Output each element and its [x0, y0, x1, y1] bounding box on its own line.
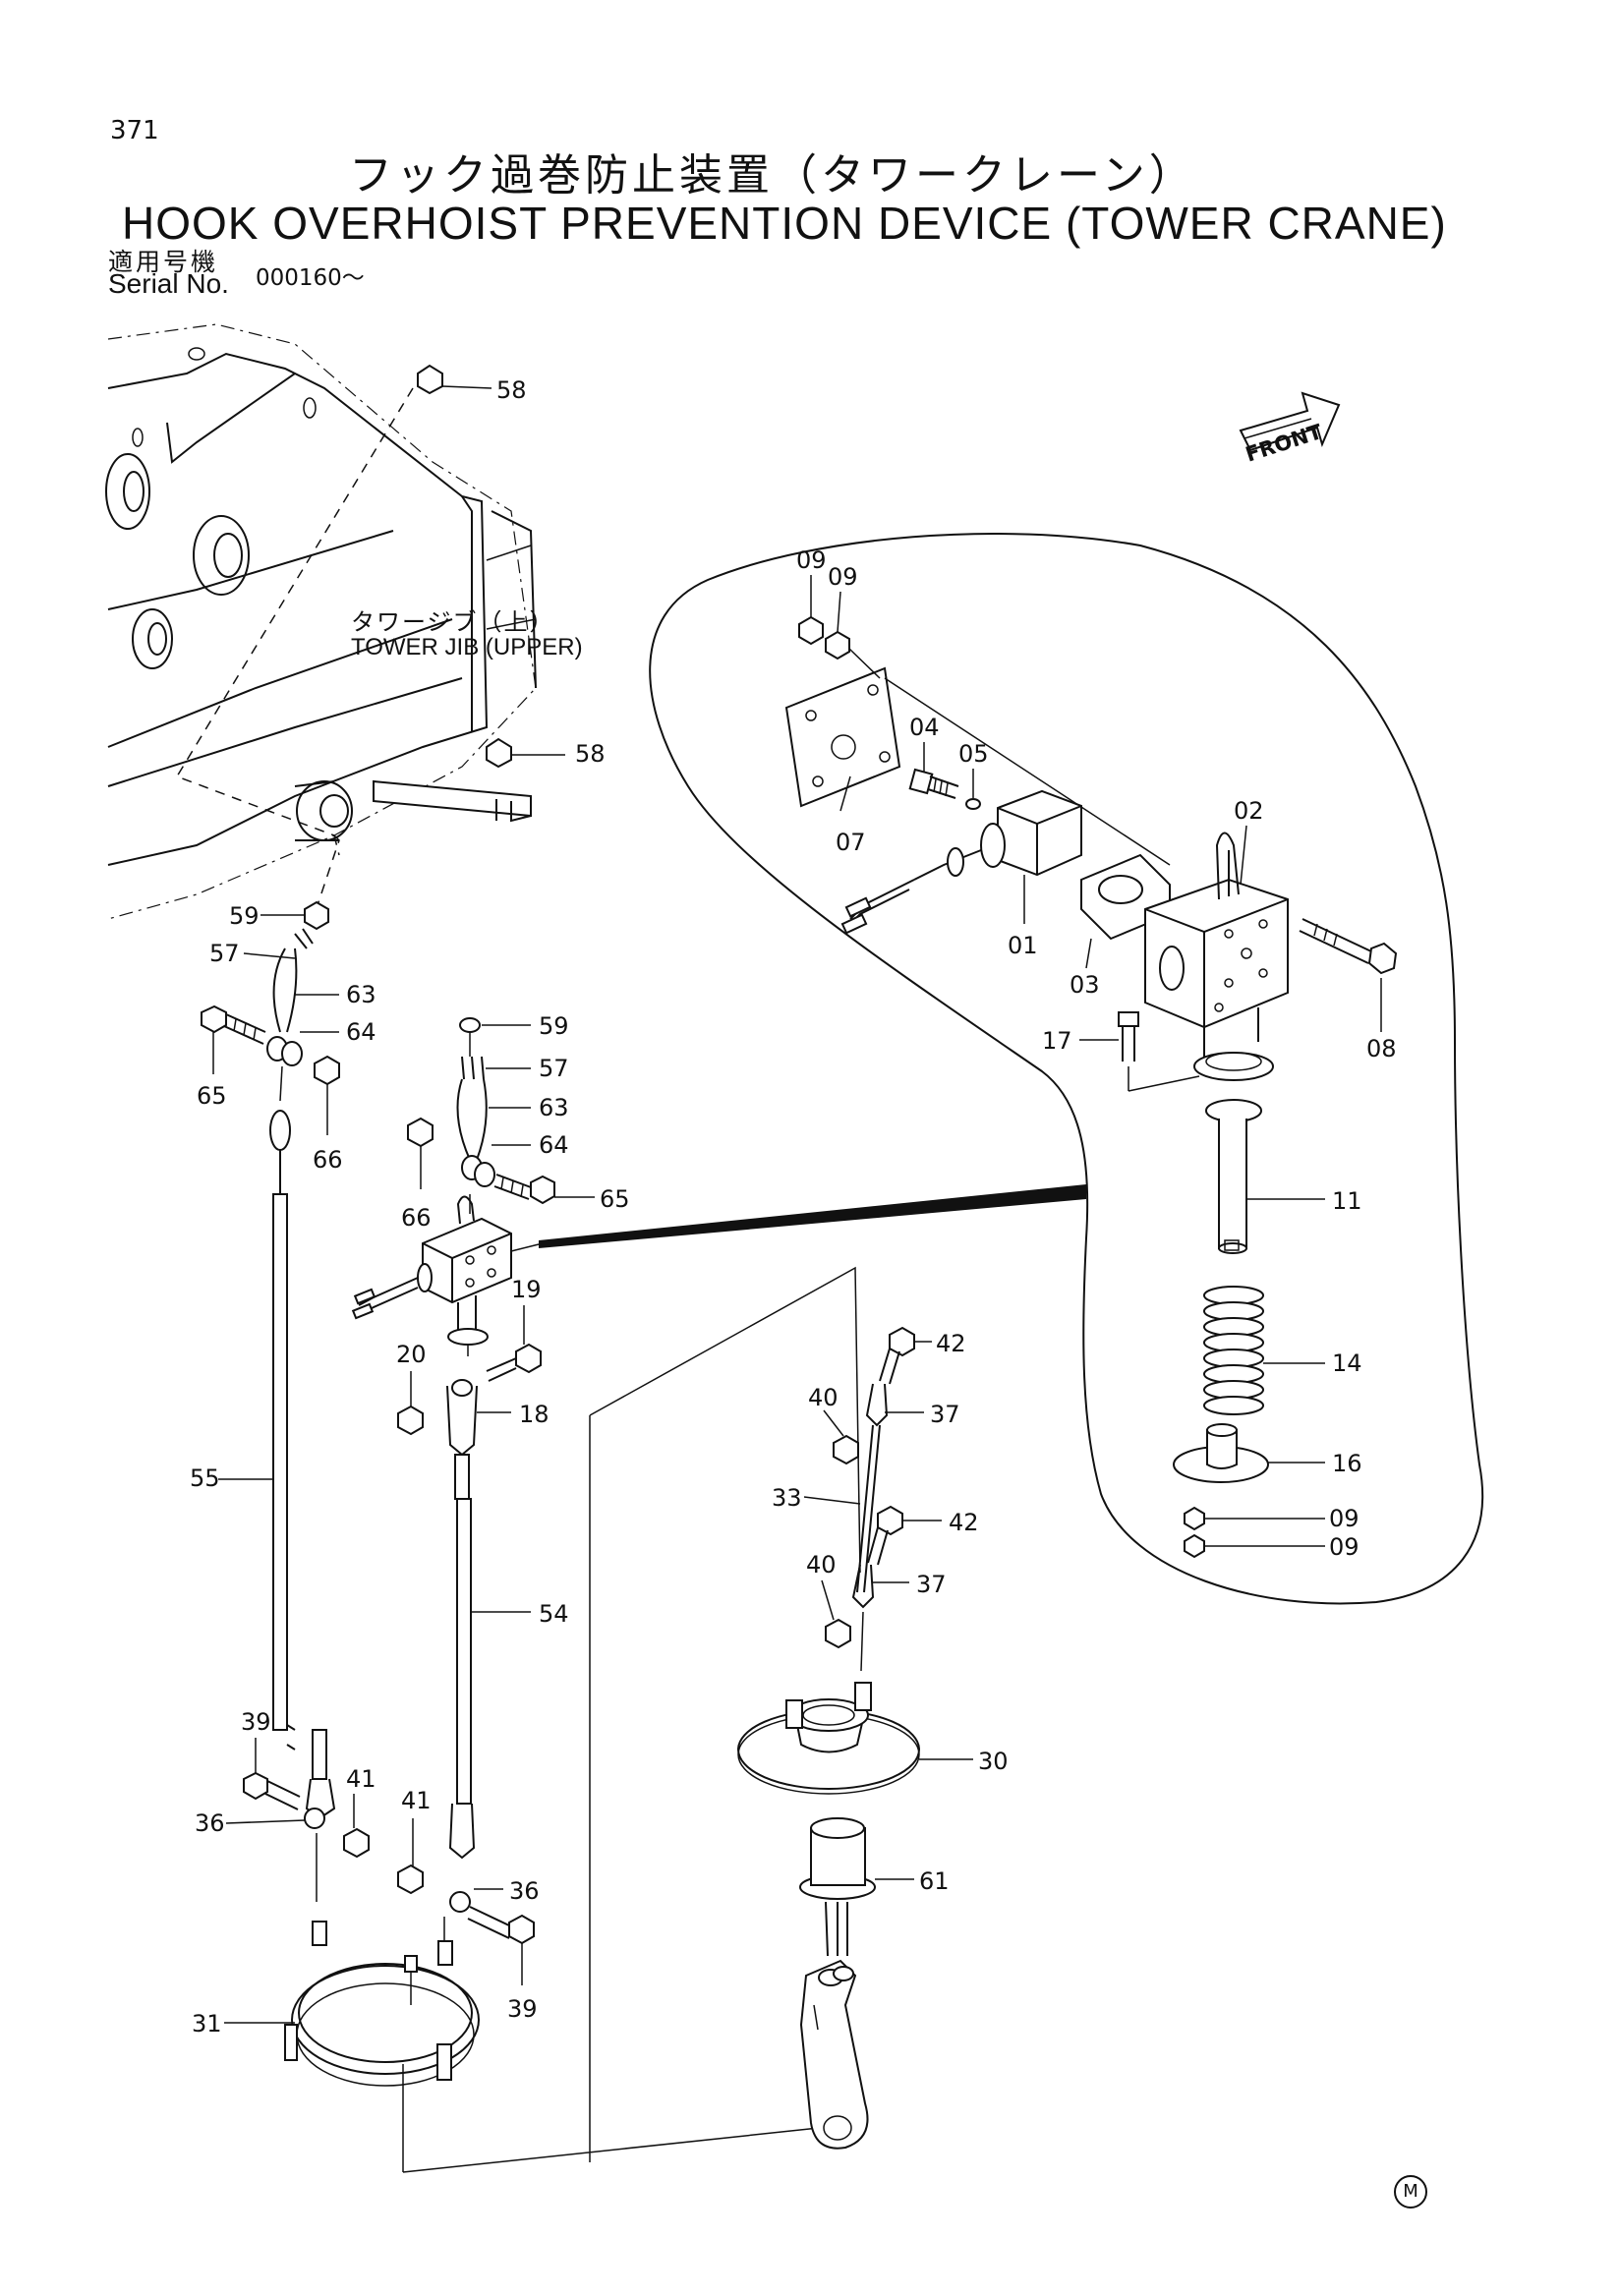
- callout-41-left: 41: [346, 1765, 376, 1793]
- nut-58-upper: 58: [417, 364, 527, 404]
- callout-09-c: 09: [1329, 1505, 1360, 1532]
- callout-14: 14: [1332, 1349, 1362, 1377]
- tower-jib-label-en: TOWER JIB (UPPER): [351, 634, 583, 660]
- serial-number-value: 000160～: [256, 265, 365, 291]
- title-japanese: フック過巻防止装置（タワークレーン）: [349, 150, 1196, 201]
- seat-16: 16: [1173, 1423, 1362, 1483]
- callout-04: 04: [909, 714, 940, 741]
- nuts-09-bottom: 09 09: [1184, 1505, 1360, 1561]
- title-english: HOOK OVERHOIST PREVENTION DEVICE (TOWER …: [122, 198, 1447, 249]
- tower-jib-structure: [105, 323, 537, 920]
- callout-57-upper: 57: [209, 940, 240, 967]
- callout-61: 61: [919, 1867, 950, 1895]
- callout-66-upper: 66: [313, 1146, 343, 1174]
- callout-63-lower: 63: [539, 1094, 569, 1121]
- callout-63-upper: 63: [346, 981, 376, 1008]
- callout-05: 05: [958, 740, 989, 768]
- ring-clamp-31: 31: [192, 1921, 480, 2087]
- callout-55: 55: [190, 1464, 220, 1492]
- callout-33: 33: [772, 1484, 802, 1512]
- callout-59-upper: 59: [229, 902, 260, 930]
- nuts-09-top: 09 09: [796, 546, 881, 679]
- callout-42-upper: 42: [936, 1330, 966, 1357]
- assembly-leader-line: [402, 1266, 866, 2173]
- page-number: 371: [110, 116, 159, 145]
- callout-11: 11: [1332, 1187, 1362, 1215]
- plate-07: 07: [784, 666, 1171, 866]
- callout-58-upper: 58: [496, 376, 527, 404]
- left-cable-assembly: 59 57 63 64 65 66 55 3: [190, 900, 376, 1902]
- callout-01: 01: [1008, 932, 1038, 959]
- callout-02: 02: [1234, 797, 1264, 825]
- callout-65-upper: 65: [197, 1082, 227, 1110]
- callout-09-a: 09: [796, 546, 827, 574]
- callout-30: 30: [978, 1748, 1009, 1775]
- callout-20: 20: [396, 1341, 427, 1368]
- callout-39-right: 39: [507, 1995, 538, 2023]
- callout-65-lower: 65: [600, 1185, 630, 1213]
- callout-37-lower: 37: [916, 1571, 947, 1598]
- callout-31: 31: [192, 2010, 222, 2038]
- callout-64-upper: 64: [346, 1018, 376, 1046]
- bolt-08: 08: [1299, 918, 1398, 1062]
- callout-39-left: 39: [241, 1708, 271, 1736]
- front-direction-arrow-icon: FRONT: [1239, 391, 1341, 467]
- applicable-machines-label: 適用号機: [108, 248, 219, 276]
- callout-57-lower: 57: [539, 1055, 569, 1082]
- callout-64-lower: 64: [539, 1131, 569, 1159]
- callout-08: 08: [1366, 1035, 1397, 1062]
- callout-58-lower: 58: [575, 740, 606, 768]
- manufacturer-mark-icon: M: [1394, 2175, 1427, 2209]
- bushing-61: 61: [799, 1817, 950, 1957]
- rod-11: 11: [1205, 1099, 1362, 1254]
- callout-09-b: 09: [828, 563, 858, 591]
- callout-09-d: 09: [1329, 1533, 1360, 1561]
- callout-17: 17: [1042, 1027, 1072, 1055]
- serial-number-label: Serial No.: [108, 268, 229, 299]
- callout-36-left: 36: [195, 1809, 225, 1837]
- callout-18: 18: [519, 1401, 550, 1428]
- callout-36-right: 36: [509, 1877, 540, 1905]
- callout-40-upper: 40: [808, 1384, 839, 1411]
- bolt-04-washer-05: 04 05: [908, 714, 989, 810]
- callout-07: 07: [836, 829, 866, 856]
- callout-40-lower: 40: [806, 1551, 837, 1578]
- hook-lever: [799, 1959, 869, 2150]
- callout-19: 19: [511, 1276, 542, 1303]
- callout-66-lower: 66: [401, 1204, 432, 1232]
- spring-14: 14: [1203, 1286, 1362, 1415]
- limit-switch-01: 01: [840, 789, 1082, 959]
- bolt-17: 17: [1042, 1011, 1200, 1092]
- detail-balloon-outline: [649, 532, 1484, 1605]
- callout-54: 54: [539, 1600, 569, 1628]
- callout-42-lower: 42: [949, 1509, 979, 1536]
- callout-16: 16: [1332, 1450, 1362, 1477]
- right-wire-assembly: 42 37 40 33 42 37 40: [772, 1326, 979, 1672]
- callout-37-upper: 37: [930, 1401, 960, 1428]
- disc-30: 30: [737, 1682, 1009, 1795]
- center-cable-assembly: 58 59 57 63 64 66 65: [351, 737, 630, 2023]
- callout-59-lower: 59: [539, 1012, 569, 1040]
- switch-body-02: 02: [1144, 797, 1289, 1081]
- callout-41-right: 41: [401, 1787, 432, 1814]
- callout-03: 03: [1070, 971, 1100, 999]
